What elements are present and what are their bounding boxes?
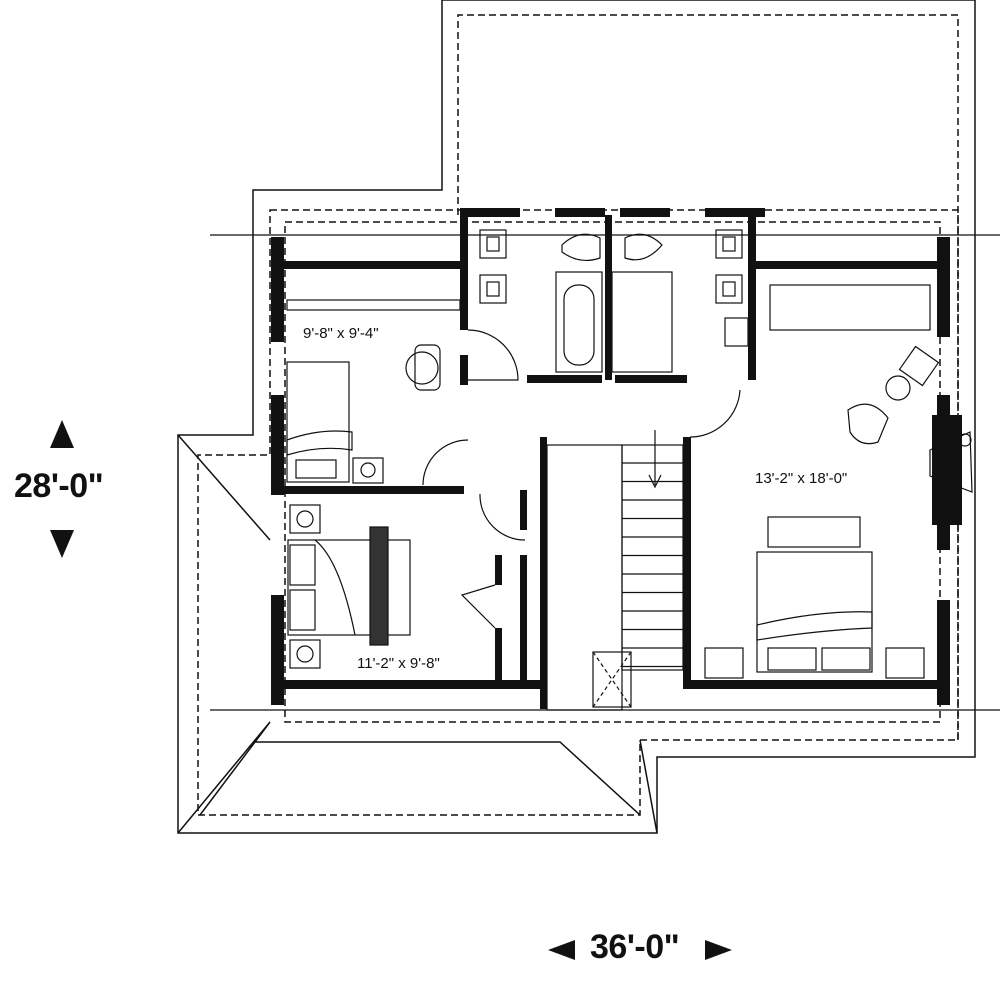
roof-outline	[177, 0, 976, 834]
furniture	[286, 284, 973, 679]
room-dimensions-bedroom-3: 11'-2" x 9'-8"	[357, 655, 440, 672]
bathroom-fixtures	[479, 229, 749, 373]
stairs	[546, 430, 684, 711]
doors	[422, 329, 741, 629]
walls	[271, 208, 962, 709]
room-dimensions-master-bedroom: 13'-2" x 18'-0"	[755, 470, 848, 487]
overall-width-dimension: 36'-0"	[590, 928, 680, 966]
room-dimensions-bedroom-2: 9'-8" x 9'-4"	[303, 325, 379, 342]
overall-depth-dimension: 28'-0"	[14, 467, 104, 505]
